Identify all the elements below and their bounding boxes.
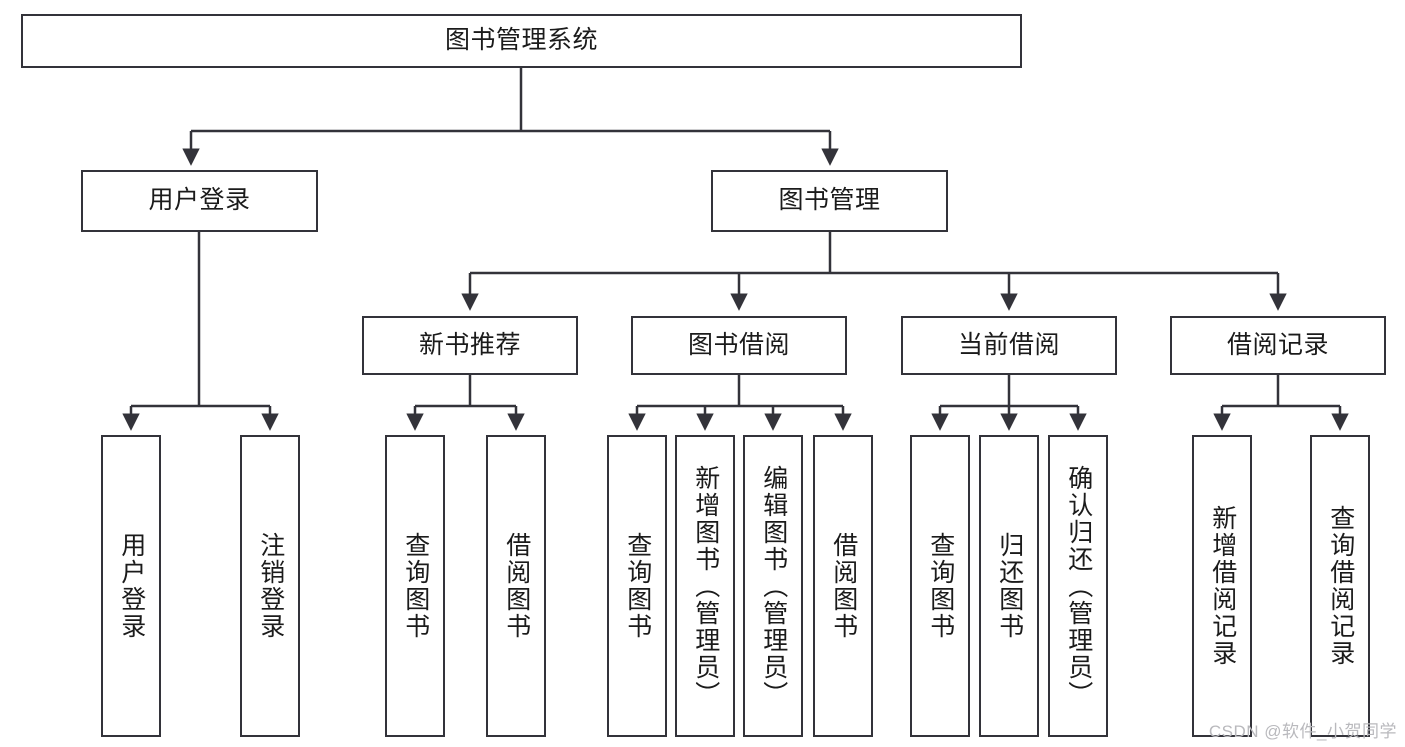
node-leaf-borrow-book-2-label: 借阅图书 xyxy=(829,532,858,640)
node-leaf-add-record[interactable]: 新增借阅记录 xyxy=(1192,435,1252,737)
node-leaf-edit-book-label: 编辑图书（管理员） xyxy=(759,464,788,708)
node-book-borrow-label: 图书借阅 xyxy=(687,330,790,359)
node-leaf-query-book-1[interactable]: 查询图书 xyxy=(385,435,445,737)
node-root-label: 图书管理系统 xyxy=(444,26,598,55)
node-leaf-confirm-return[interactable]: 确认归还（管理员） xyxy=(1048,435,1108,737)
node-leaf-return-book-label: 归还图书 xyxy=(995,532,1024,640)
node-book-borrow[interactable]: 图书借阅 xyxy=(631,316,847,375)
csdn-watermark: CSDN @软件_小贺同学 xyxy=(1208,722,1397,741)
node-leaf-query-record-label: 查询借阅记录 xyxy=(1326,505,1355,667)
node-leaf-borrow-book-2[interactable]: 借阅图书 xyxy=(813,435,873,737)
node-book-manage-label: 图书管理 xyxy=(778,186,881,215)
node-leaf-query-record[interactable]: 查询借阅记录 xyxy=(1310,435,1370,737)
node-leaf-edit-book[interactable]: 编辑图书（管理员） xyxy=(743,435,803,737)
node-borrow-record-label: 借阅记录 xyxy=(1226,330,1329,359)
node-leaf-query-book-3-label: 查询图书 xyxy=(926,532,955,640)
node-book-manage[interactable]: 图书管理 xyxy=(711,170,948,232)
node-leaf-user-login-label: 用户登录 xyxy=(117,532,146,640)
node-current-borrow[interactable]: 当前借阅 xyxy=(901,316,1117,375)
node-leaf-add-book-label: 新增图书（管理员） xyxy=(691,464,720,708)
node-leaf-borrow-book-1[interactable]: 借阅图书 xyxy=(486,435,546,737)
node-leaf-query-book-2[interactable]: 查询图书 xyxy=(607,435,667,737)
node-leaf-confirm-return-label: 确认归还（管理员） xyxy=(1064,464,1093,708)
node-leaf-user-logout-label: 注销登录 xyxy=(256,532,285,640)
node-leaf-return-book[interactable]: 归还图书 xyxy=(979,435,1039,737)
node-leaf-borrow-book-1-label: 借阅图书 xyxy=(502,532,531,640)
node-user-login-label: 用户登录 xyxy=(148,186,251,215)
node-current-borrow-label: 当前借阅 xyxy=(957,330,1060,359)
node-leaf-user-logout[interactable]: 注销登录 xyxy=(240,435,300,737)
node-user-login[interactable]: 用户登录 xyxy=(81,170,318,232)
node-borrow-record[interactable]: 借阅记录 xyxy=(1170,316,1386,375)
node-new-book-rec-label: 新书推荐 xyxy=(418,330,521,359)
node-leaf-add-book[interactable]: 新增图书（管理员） xyxy=(675,435,735,737)
node-leaf-query-book-3[interactable]: 查询图书 xyxy=(910,435,970,737)
node-new-book-rec[interactable]: 新书推荐 xyxy=(362,316,578,375)
node-leaf-add-record-label: 新增借阅记录 xyxy=(1208,505,1237,667)
node-leaf-query-book-1-label: 查询图书 xyxy=(401,532,430,640)
node-leaf-user-login[interactable]: 用户登录 xyxy=(101,435,161,737)
node-root[interactable]: 图书管理系统 xyxy=(21,14,1022,68)
node-leaf-query-book-2-label: 查询图书 xyxy=(623,532,652,640)
